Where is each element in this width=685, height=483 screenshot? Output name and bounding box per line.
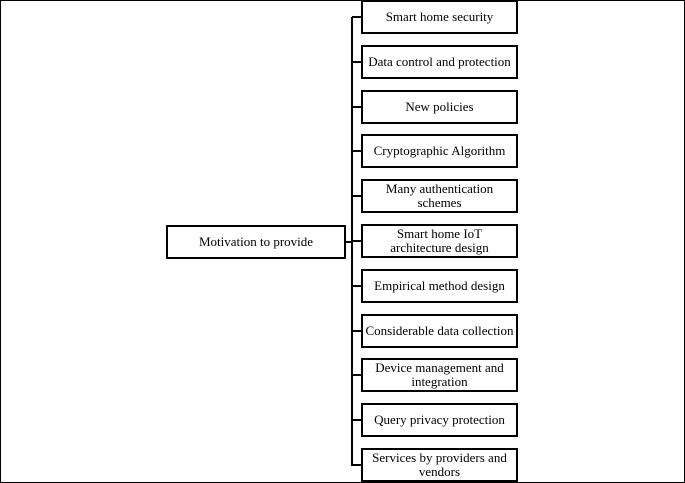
child-node-new-policies: New policies (361, 90, 518, 124)
child-node-data-control: Data control and protection (361, 45, 518, 79)
child-node-device-management: Device management and integration (361, 358, 518, 392)
child-node-smart-home-security: Smart home security (361, 0, 518, 34)
child-node-query-privacy: Query privacy protection (361, 403, 518, 437)
child-node-cryptographic-algorithm: Cryptographic Algorithm (361, 134, 518, 168)
child-node-data-collection: Considerable data collection (361, 314, 518, 348)
child-node-empirical-method: Empirical method design (361, 269, 518, 303)
root-node: Motivation to provide (166, 225, 346, 259)
child-node-authentication-schemes: Many authentication schemes (361, 179, 518, 213)
child-node-services-providers: Services by providers and vendors (361, 448, 518, 482)
child-node-iot-architecture: Smart home IoT architecture design (361, 224, 518, 258)
